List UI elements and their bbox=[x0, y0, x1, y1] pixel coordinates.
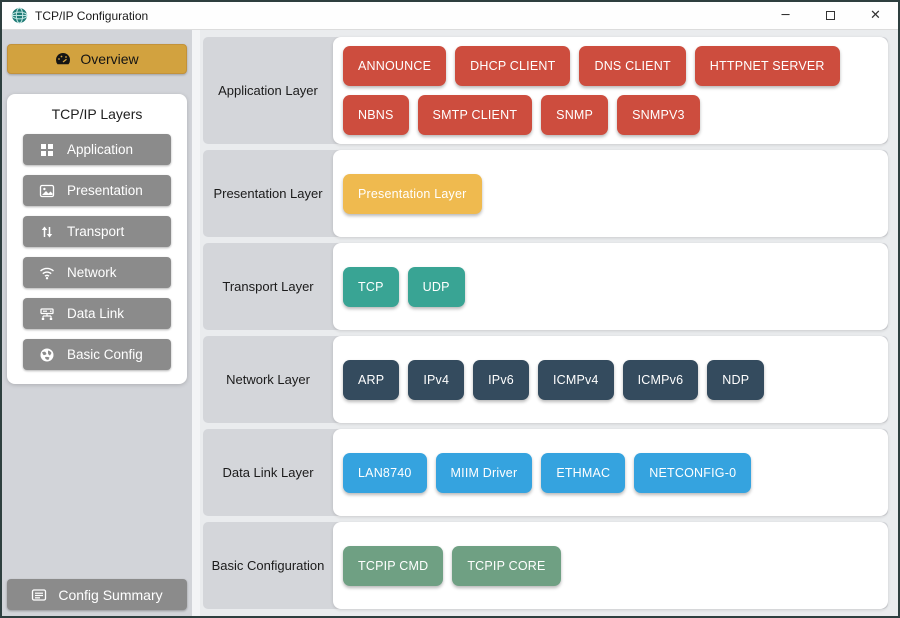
sidebar-item-presentation[interactable]: Presentation bbox=[23, 175, 171, 206]
image-icon bbox=[39, 184, 55, 197]
sidebar-item-application[interactable]: Application bbox=[23, 134, 171, 165]
chip-miim-driver[interactable]: MIIM Driver bbox=[435, 452, 533, 493]
globe-icon bbox=[40, 348, 54, 361]
chip-netconfig-0[interactable]: NETCONFIG-0 bbox=[634, 452, 752, 493]
chip-dhcp-client[interactable]: DHCP CLIENT bbox=[455, 46, 571, 86]
row-card: Presentation Layer bbox=[333, 150, 888, 237]
chip-ethmac[interactable]: ETHMAC bbox=[541, 452, 626, 493]
chip-nbns[interactable]: NBNS bbox=[343, 95, 409, 135]
window-controls: ─ ✕ bbox=[763, 2, 898, 29]
sidebar-item-label: Transport bbox=[67, 224, 125, 239]
chip-ndp[interactable]: NDP bbox=[707, 359, 765, 400]
chip-arp[interactable]: ARP bbox=[343, 359, 400, 400]
close-button[interactable]: ✕ bbox=[853, 2, 898, 29]
chip-lan8740[interactable]: LAN8740 bbox=[343, 452, 427, 493]
chip-tcp[interactable]: TCP bbox=[343, 266, 399, 307]
chip-ipv4[interactable]: IPv4 bbox=[408, 359, 465, 400]
arrows-updown-icon bbox=[41, 226, 53, 237]
row-label: Presentation Layer bbox=[213, 186, 323, 201]
row-label: Application Layer bbox=[218, 83, 318, 98]
sidebar-item-transport[interactable]: Transport bbox=[23, 216, 171, 247]
maximize-icon bbox=[826, 11, 835, 20]
chip-snmp[interactable]: SNMP bbox=[541, 95, 609, 135]
overview-button[interactable]: Overview bbox=[7, 44, 187, 74]
wifi-icon bbox=[40, 267, 54, 279]
chip-icmpv4[interactable]: ICMPv4 bbox=[537, 359, 614, 400]
server-icon bbox=[40, 307, 54, 320]
maximize-button[interactable] bbox=[808, 2, 853, 29]
chip-ipv6[interactable]: IPv6 bbox=[473, 359, 529, 400]
sidebar-item-network[interactable]: Network bbox=[23, 257, 171, 288]
window-title: TCP/IP Configuration bbox=[35, 8, 149, 23]
row-label: Data Link Layer bbox=[222, 465, 314, 480]
chip-snmpv3[interactable]: SNMPV3 bbox=[617, 95, 700, 135]
row-label: Network Layer bbox=[226, 372, 310, 387]
chip-presentation-layer[interactable]: Presentation Layer bbox=[343, 173, 482, 214]
sidebar-item-label: Basic Config bbox=[67, 347, 143, 362]
chip-announce[interactable]: ANNOUNCE bbox=[343, 46, 447, 86]
row-label: Transport Layer bbox=[222, 279, 314, 294]
config-summary-button[interactable]: Config Summary bbox=[7, 579, 187, 610]
overview-label: Overview bbox=[80, 51, 139, 67]
layer-row-presentation-layer: Presentation Layer Presentation Layer bbox=[203, 150, 888, 237]
minimize-button[interactable]: ─ bbox=[763, 2, 808, 29]
config-summary-label: Config Summary bbox=[58, 586, 163, 603]
titlebar: TCP/IP Configuration ─ ✕ bbox=[2, 2, 898, 30]
chip-tcpip-core[interactable]: TCPIP CORE bbox=[452, 545, 561, 586]
sidebar-item-data-link[interactable]: Data Link bbox=[23, 298, 171, 329]
sidebar-item-label: Application bbox=[67, 142, 134, 157]
sidebar-item-label: Presentation bbox=[67, 183, 143, 198]
grid-icon bbox=[41, 143, 53, 156]
row-label: Basic Configuration bbox=[211, 558, 325, 573]
gauge-icon bbox=[56, 53, 71, 65]
chip-udp[interactable]: UDP bbox=[407, 266, 465, 307]
summary-icon bbox=[32, 588, 47, 601]
app-globe-icon bbox=[11, 7, 28, 24]
chip-tcpip-cmd[interactable]: TCPIP CMD bbox=[343, 545, 444, 586]
chip-httpnet-server[interactable]: HTTPNET SERVER bbox=[694, 46, 840, 86]
chip-icmpv6[interactable]: ICMPv6 bbox=[622, 359, 699, 400]
layers-panel-title: TCP/IP Layers bbox=[51, 106, 143, 122]
sidebar-item-label: Data Link bbox=[67, 306, 125, 321]
sidebar-item-label: Network bbox=[67, 265, 117, 280]
chip-smtp-client[interactable]: SMTP CLIENT bbox=[417, 95, 533, 135]
sidebar-item-basic-config[interactable]: Basic Config bbox=[23, 339, 171, 370]
chip-dns-client[interactable]: DNS CLIENT bbox=[579, 46, 686, 86]
